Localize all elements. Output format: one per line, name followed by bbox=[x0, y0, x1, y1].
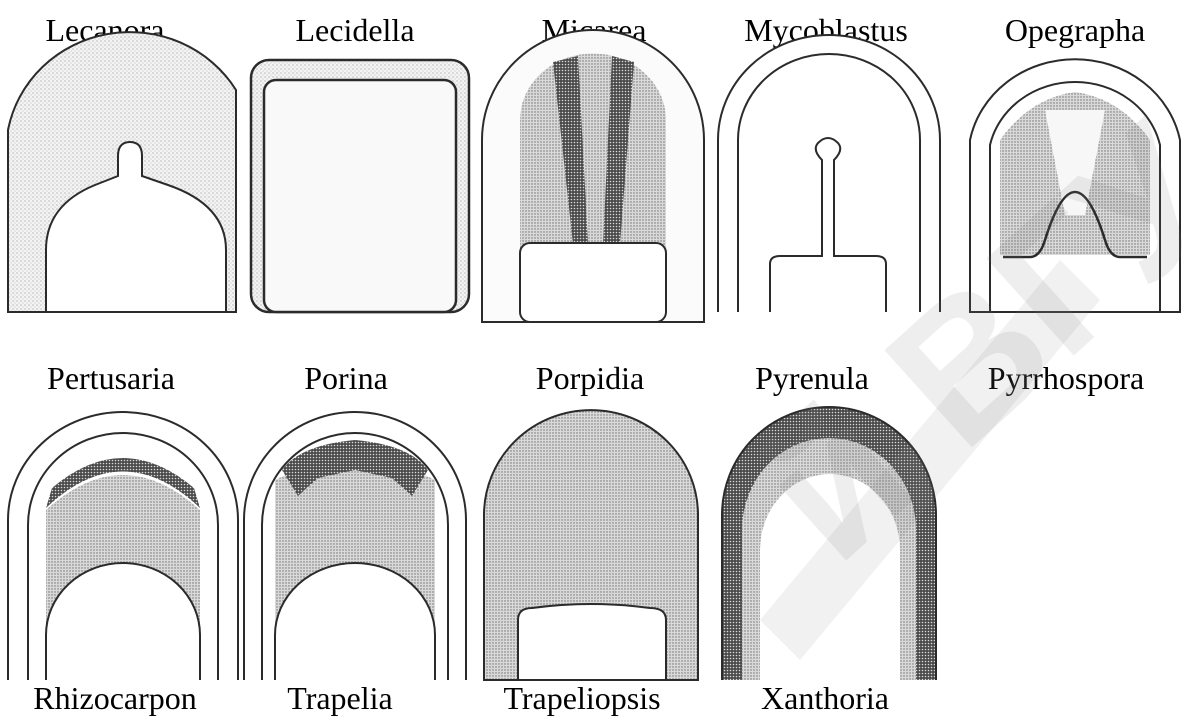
figure-porpidia bbox=[484, 410, 698, 680]
figure-porina bbox=[244, 412, 466, 680]
figure-mycoblastus bbox=[718, 35, 940, 312]
figure-micarea bbox=[482, 30, 704, 322]
figure-lecanora bbox=[8, 32, 236, 312]
figure-opegrapha bbox=[970, 59, 1180, 312]
figure-lecidella bbox=[251, 60, 469, 312]
figure-pertusaria bbox=[8, 412, 238, 680]
